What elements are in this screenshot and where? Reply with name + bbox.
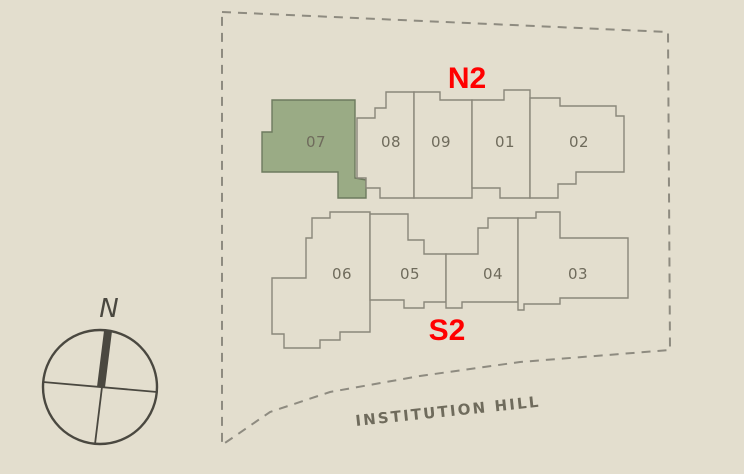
unit-label-07: 07 [306,133,326,151]
block-label-south: S2 [429,314,466,347]
unit-04-shape[interactable] [445,217,519,309]
unit-label-03: 03 [568,265,588,283]
unit-label-08: 08 [381,133,401,151]
unit-03-shape[interactable] [517,211,629,311]
compass-label: N [99,294,118,324]
north-compass-icon: N [41,294,159,446]
unit-06-shape[interactable] [271,211,371,349]
unit-label-01: 01 [495,133,515,151]
unit-05-shape[interactable] [369,213,447,309]
unit-02-shape[interactable] [529,97,625,199]
road-label: INSTITUTION HILL [355,393,542,430]
unit-label-09: 09 [431,133,451,151]
unit-label-02: 02 [569,133,589,151]
unit-label-04: 04 [483,265,503,283]
site-boundary [221,10,672,447]
unit-label-05: 05 [400,265,420,283]
unit-07-shape[interactable] [261,99,367,199]
block-label-north: N2 [448,62,486,95]
south-block [271,211,629,349]
unit-label-06: 06 [332,265,352,283]
north-block [261,89,625,199]
